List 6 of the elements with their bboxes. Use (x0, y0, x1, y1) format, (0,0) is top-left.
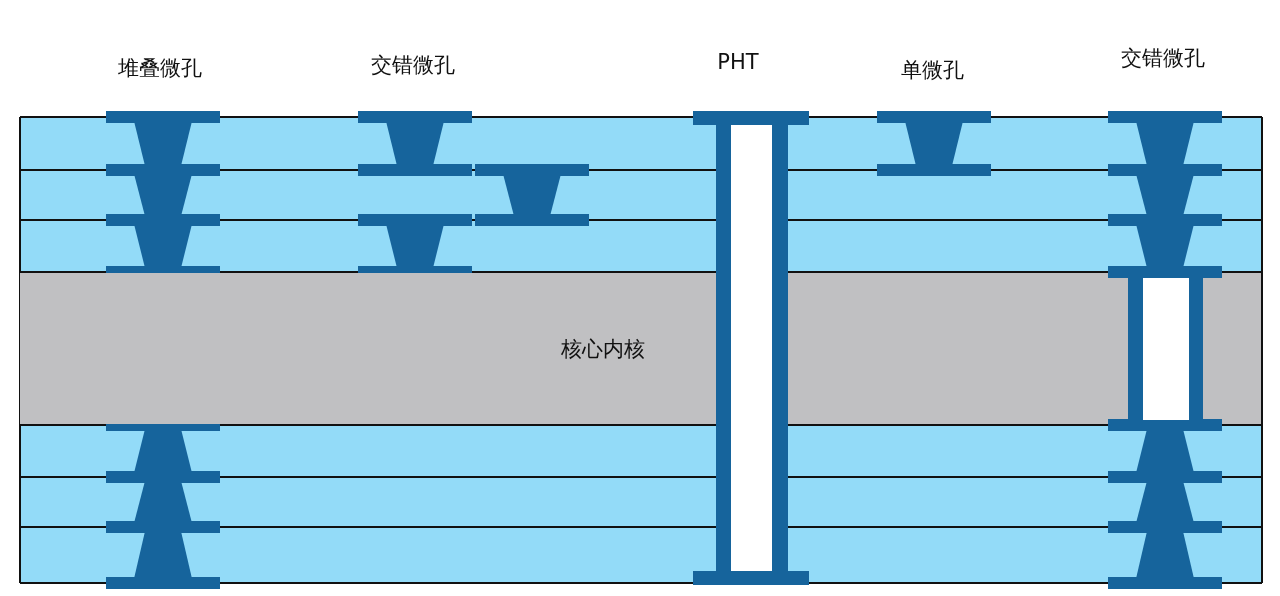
via-type-label: PHT (717, 50, 759, 74)
via-type-label: 交错微孔 (371, 52, 455, 79)
via-type-label: 交错微孔 (1121, 45, 1205, 72)
via-type-label: 堆叠微孔 (118, 55, 202, 82)
via-type-label: 单微孔 (900, 57, 964, 84)
core-layer: 核心内核 (20, 273, 716, 424)
